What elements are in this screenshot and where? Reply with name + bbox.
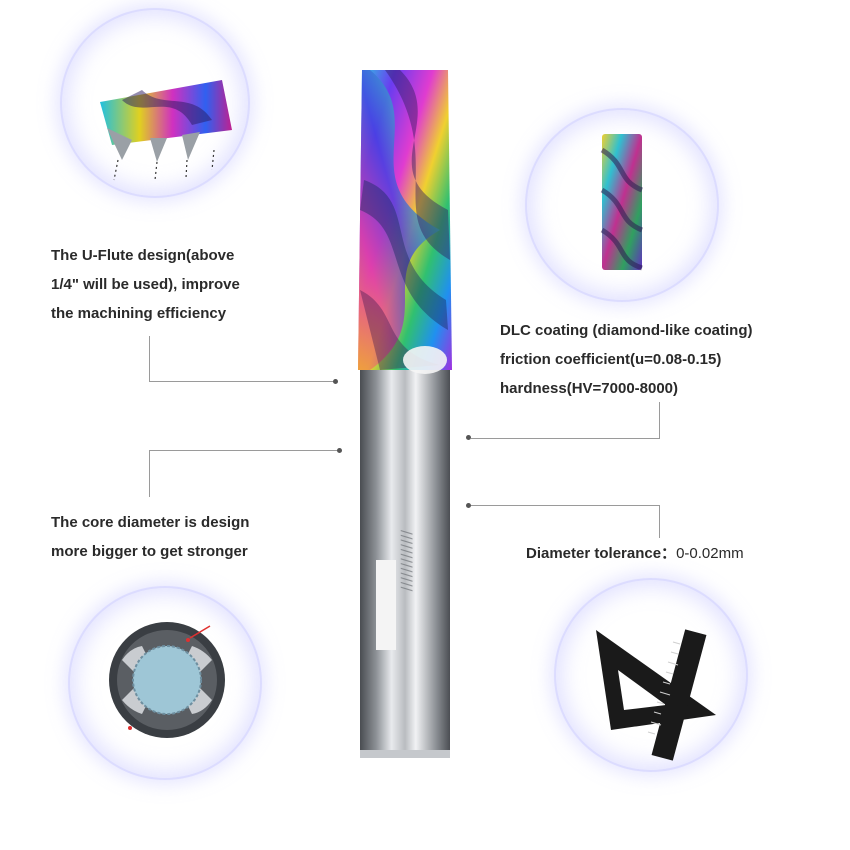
core-caption-line-1: The core diameter is design <box>51 514 250 531</box>
dlc-caption: DLC coating (diamond-like coating) frict… <box>500 316 753 403</box>
end-mill-tool-icon: ///////////// <box>358 70 452 758</box>
u-flute-caption-line-3: the machining efficiency <box>51 305 227 322</box>
tolerance-value: 0-0.02mm <box>676 545 744 562</box>
dlc-coated-cutter-icon <box>600 134 644 271</box>
u-flute-caption-line-1: The U-Flute design(above <box>51 247 235 264</box>
dlc-caption-line-3: hardness(HV=7000-8000) <box>500 380 679 397</box>
flute-closeup-bubble <box>62 10 248 196</box>
coating-bubble <box>527 110 717 300</box>
dlc-caption-line-2: friction coefficient(u=0.08-0.15) <box>500 351 722 368</box>
triangle-ruler-icon <box>596 629 716 761</box>
core-caption-line-2: more bigger to get stronger <box>51 543 248 560</box>
dlc-caption-line-1: DLC coating (diamond-like coating) <box>500 322 753 339</box>
core-caption: The core diameter is design more bigger … <box>51 508 249 566</box>
svg-text://///////////: ///////////// <box>398 530 414 592</box>
core-bubble <box>70 588 260 778</box>
tolerance-label: Diameter tolerance： <box>526 545 677 562</box>
u-flute-caption: The U-Flute design(above 1/4" will be us… <box>51 241 240 328</box>
u-flute-closeup-icon <box>100 80 232 181</box>
tolerance-bubble <box>556 580 746 770</box>
tolerance-caption-line: Diameter tolerance：0-0.02mm <box>526 539 744 568</box>
u-flute-caption-line-2: 1/4" will be used), improve <box>51 276 240 293</box>
core-cross-section-icon <box>109 622 225 738</box>
tolerance-caption: Diameter tolerance：0-0.02mm <box>526 539 744 568</box>
